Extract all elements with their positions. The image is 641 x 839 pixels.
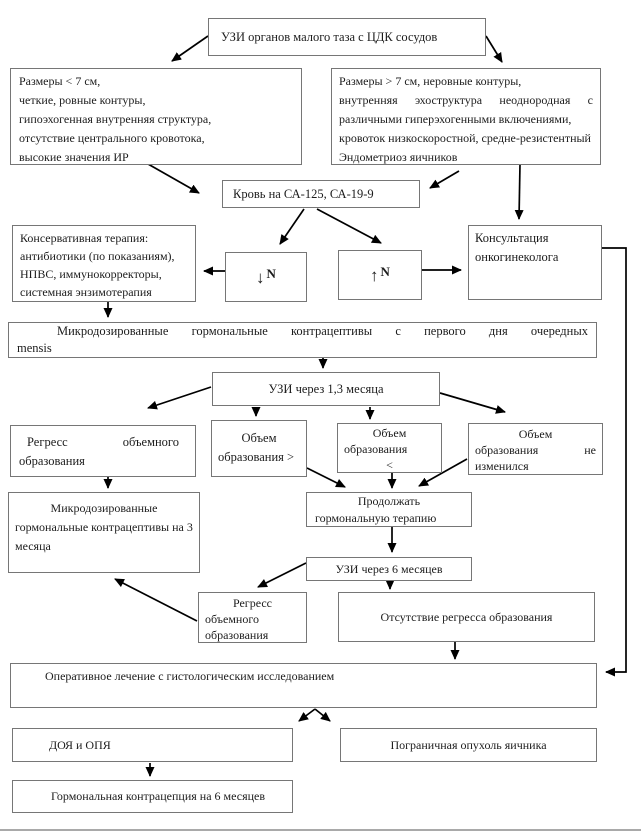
therapy-line: системная энзимотерапия (20, 285, 152, 299)
criteria-line: четкие, ровные контуры, (19, 93, 146, 107)
box-n-increased: ↑N (338, 250, 422, 300)
volume-line: < (386, 458, 393, 472)
box-uzi-1-3-months: УЗИ через 1,3 месяца (212, 372, 440, 406)
therapy-line: НПВС, иммунокорректоры, (20, 267, 162, 281)
connector-right-to-consult (514, 163, 524, 220)
regression-line: Регресс (232, 596, 273, 610)
box-surgery: Оперативное лечение с гистологическим ис… (10, 663, 597, 708)
box-uzi-6-months-label: УЗИ через 6 месяцев (335, 561, 443, 576)
regression-line: образования (19, 454, 85, 468)
volume-line: Объем (518, 427, 553, 441)
continue-line: гормональную терапию (315, 511, 437, 525)
page-divider (0, 829, 641, 831)
box-oncogynecologist-consult: Консультация онкогинеколога (468, 225, 602, 300)
box-left-criteria: Размеры < 7 см, четкие, ровные контуры, … (10, 68, 302, 165)
arrow-down-icon: ↓ (256, 267, 265, 287)
box-benign-tumors: ДОЯ и ОПЯ (12, 728, 293, 762)
box-regression-2: Регресс объемного образования (198, 592, 307, 643)
regression-line: объемного (205, 612, 259, 626)
criteria-line: Эндометриоз яичников (339, 150, 458, 164)
connector-blood-to-ndown (279, 208, 305, 245)
box-n-decreased-label: N (266, 265, 276, 281)
arrow-up-icon: ↑ (370, 265, 379, 285)
volume-line: Объем (241, 431, 277, 445)
connector-consult-to-surgery (602, 247, 627, 677)
volume-line: образования > (218, 450, 295, 464)
connector-top-to-right (485, 35, 503, 63)
consult-line: онкогинеколога (475, 250, 559, 264)
criteria-line: высокие значения ИР (19, 150, 129, 164)
continue-line: Продолжать (357, 494, 421, 508)
box-blood-test: Кровь на СА-125, СА-19-9 (222, 180, 420, 208)
box-continue-hormonal-therapy: Продолжать гормональную терапию (306, 492, 472, 527)
criteria-line: гипоэхогенная внутренняя структура, (19, 112, 212, 126)
connector-regress2-to-micro3 (114, 578, 198, 622)
box-microdosed-3-months: Микродозированные гормональные контрацеп… (8, 492, 200, 573)
mensis-line: mensis (17, 341, 52, 355)
box-surgery-label: Оперативное лечение с гистологическим ис… (45, 669, 335, 683)
connector-surgery-to-benign (298, 708, 316, 722)
box-uzi-1-3-months-label: УЗИ через 1,3 месяца (268, 381, 384, 396)
box-right-criteria: Размеры > 7 см, неровные контуры, внутре… (331, 68, 601, 165)
connector-surgery-to-borderline (314, 708, 331, 722)
box-hormonal-contraception-6-months-label: Гормональная контрацепция на 6 месяцев (51, 789, 265, 803)
box-borderline-tumor-label: Пограничная опухоль яичника (390, 737, 547, 752)
box-volume-decreased: Объем образования < (337, 423, 442, 473)
connector-uzi6-to-regress2 (257, 562, 307, 588)
connector-right-to-blood (429, 170, 460, 189)
connector-uzi13-to-regress1 (147, 386, 212, 410)
box-no-regression: Отсутствие регресса образования (338, 592, 595, 642)
criteria-line: Размеры < 7 см, (19, 74, 101, 88)
box-benign-tumors-label: ДОЯ и ОПЯ (49, 737, 111, 752)
therapy-line: Консервативная терапия: (20, 231, 149, 245)
box-uzi-6-months: УЗИ через 6 месяцев (306, 557, 472, 581)
box-blood-test-label: Кровь на СА-125, СА-19-9 (233, 186, 374, 201)
criteria-line: различными гиперэхогенными включениями, (339, 112, 572, 126)
connector-left-to-blood (147, 163, 200, 194)
micro3-line: Микродозированные (50, 501, 158, 515)
regression-line: образования (205, 628, 269, 642)
volume-line: изменился (475, 459, 529, 473)
criteria-line: отсутствие центрального кровотока, (19, 131, 205, 145)
criteria-line: кровоток низкоскоростной, средне-резисте… (339, 131, 591, 145)
micro3-line: месяца (15, 539, 51, 553)
connector-uzi13-to-volsame (439, 392, 506, 414)
connector-blood-to-nup (316, 208, 382, 244)
box-n-decreased: ↓N (225, 252, 307, 302)
box-no-regression-label: Отсутствие регресса образования (380, 609, 553, 624)
consult-line: Консультация (475, 231, 549, 245)
volume-line: образования (344, 442, 408, 456)
box-borderline-tumor: Пограничная опухоль яичника (340, 728, 597, 762)
criteria-line: Размеры > 7 см, неровные контуры, (339, 74, 522, 88)
box-n-increased-label: N (380, 263, 390, 279)
box-conservative-therapy: Консервативная терапия: антибиотики (по … (12, 225, 196, 302)
box-hormonal-contraception-6-months: Гормональная контрацепция на 6 месяцев (12, 780, 293, 813)
micro3-line: гормональные контрацептивы на 3 (15, 520, 193, 534)
therapy-line: антибиотики (по показаниям), (20, 249, 175, 263)
volume-line: Объем (372, 426, 407, 440)
box-volume-increased: Объем образования > (211, 420, 307, 477)
connector-top-to-left (171, 35, 209, 62)
box-uzi-cdk-label: УЗИ органов малого таза с ЦДК сосудов (221, 29, 438, 44)
box-uzi-cdk: УЗИ органов малого таза с ЦДК сосудов (208, 18, 486, 56)
